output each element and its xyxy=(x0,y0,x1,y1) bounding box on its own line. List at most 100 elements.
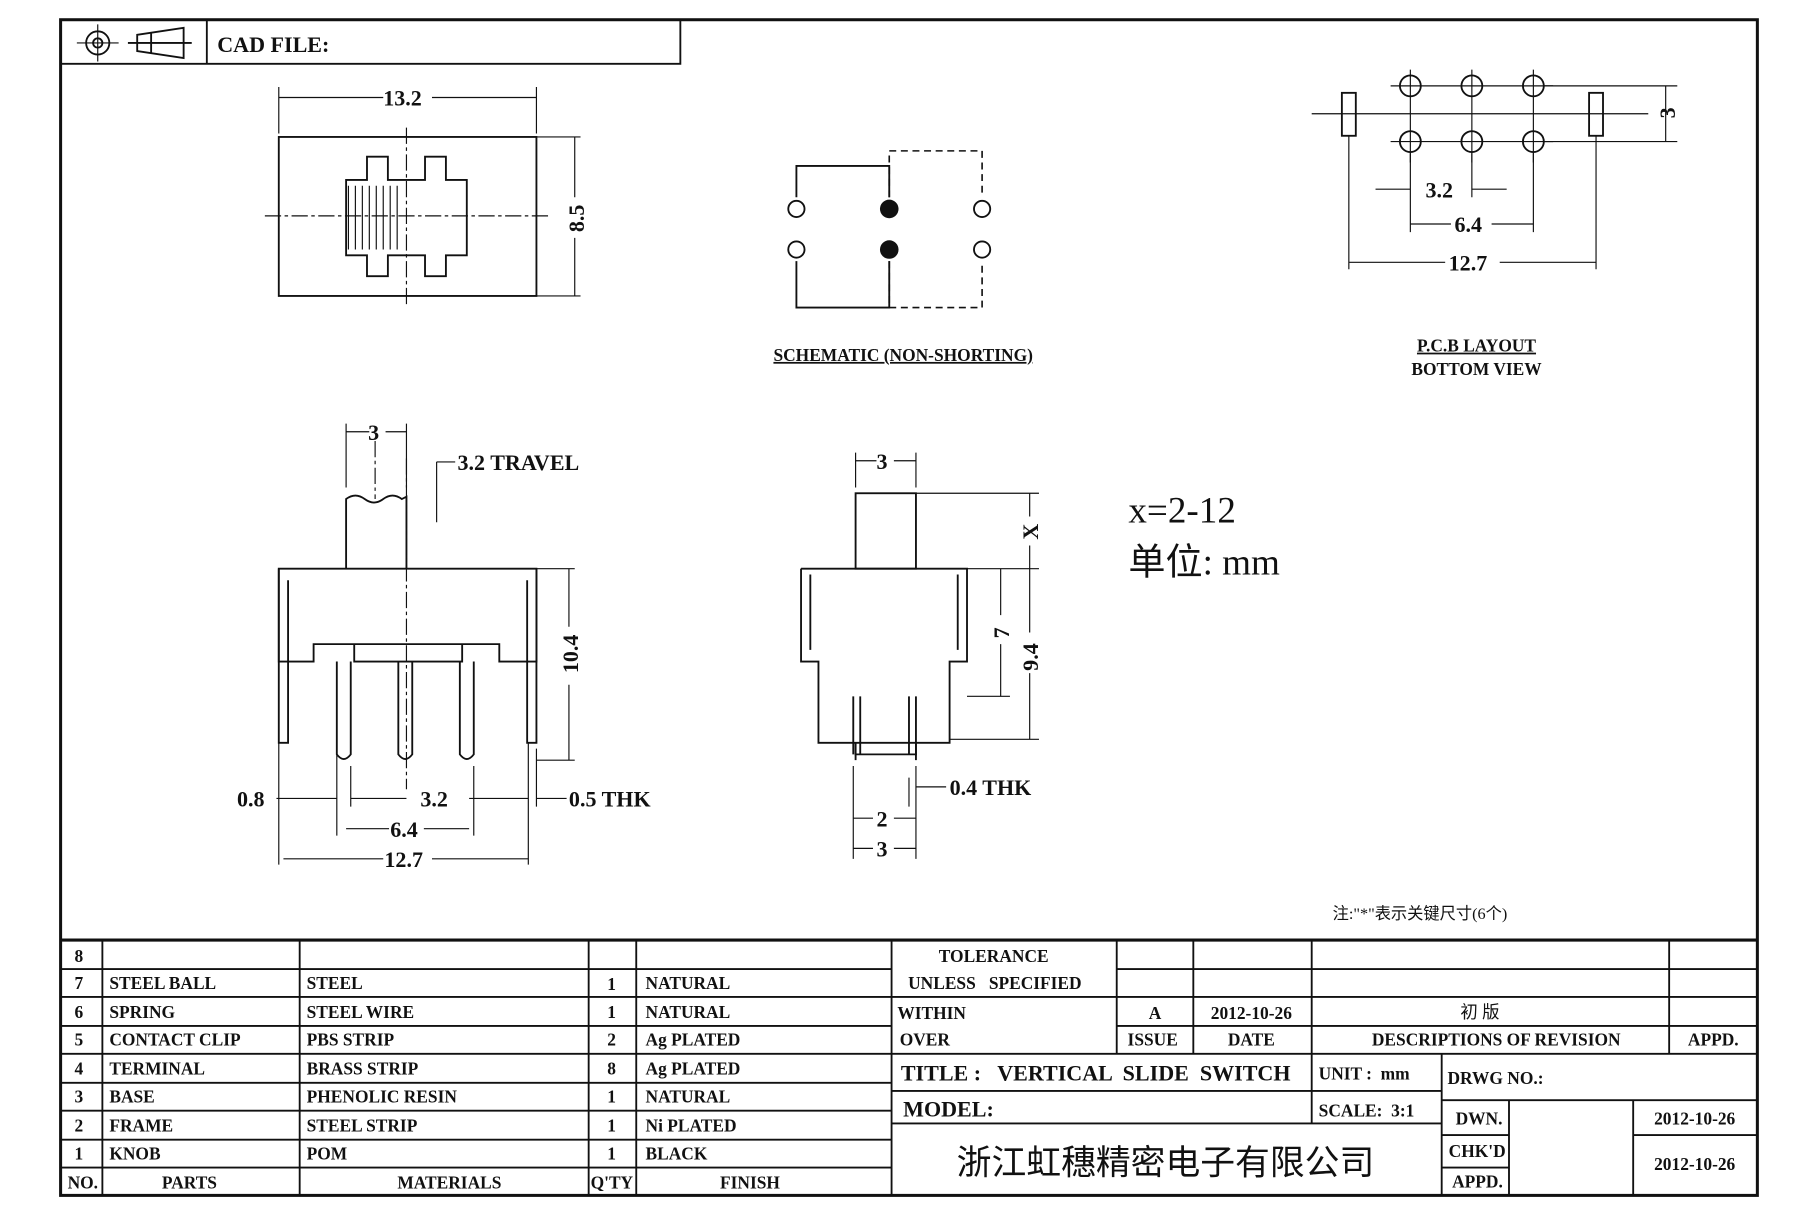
bom-part: CONTACT CLIP xyxy=(109,1030,241,1050)
date-label: DATE xyxy=(1228,1030,1275,1050)
cad-file-label: CAD FILE: xyxy=(217,32,329,57)
revision-description: 初 版 xyxy=(1460,1002,1499,1022)
bom-qty: 2 xyxy=(607,1030,616,1050)
front-pitch-dim: 3.2 xyxy=(420,787,448,812)
bom-no: 8 xyxy=(75,946,84,966)
revision-issue: A xyxy=(1149,1003,1162,1023)
top-width-dim: 13.2 xyxy=(383,86,422,111)
pcb-dim-3-2: 3.2 xyxy=(1425,177,1453,202)
pcb-dim-12-7: 12.7 xyxy=(1449,250,1488,275)
side-dim-9-4: 9.4 xyxy=(1018,643,1043,671)
side-knob-dim: 3 xyxy=(876,449,887,474)
bom-material: PHENOLIC RESIN xyxy=(307,1087,458,1107)
third-angle-projection-icon xyxy=(76,24,192,62)
side-dim-3: 3 xyxy=(876,837,887,862)
checked-label: CHK'D xyxy=(1449,1141,1506,1161)
bom-qty: 1 xyxy=(607,974,616,994)
bom-finish: NATURAL xyxy=(646,973,731,993)
side-thk-dim: 0.4 THK xyxy=(950,775,1032,800)
schematic-label: SCHEMATIC (NON-SHORTING) xyxy=(773,345,1033,365)
over-label: OVER xyxy=(900,1030,951,1050)
pcb-sublabel: BOTTOM VIEW xyxy=(1411,359,1542,379)
bom-finish: Ag PLATED xyxy=(646,1059,741,1079)
sheet-border xyxy=(59,18,1759,1197)
bom-qty: 1 xyxy=(607,1002,616,1022)
pcb-label: P.C.B LAYOUT xyxy=(1417,336,1536,356)
bom-header-parts: PARTS xyxy=(162,1172,217,1192)
pcb-dim-6-4: 6.4 xyxy=(1454,212,1482,237)
bom-part: SPRING xyxy=(109,1002,175,1022)
front-knob-dim: 3 xyxy=(368,420,379,445)
approved-label: APPD. xyxy=(1452,1171,1503,1191)
bom-finish: NATURAL xyxy=(646,1087,731,1107)
bom-qty: 8 xyxy=(607,1059,616,1079)
scale-label: SCALE: 3:1 xyxy=(1319,1100,1415,1120)
bom-no: 6 xyxy=(75,1002,84,1022)
bom-material: STEEL STRIP xyxy=(307,1116,418,1136)
drawn-label: DWN. xyxy=(1456,1109,1503,1129)
issue-label: ISSUE xyxy=(1128,1030,1178,1050)
bom-part: BASE xyxy=(109,1087,154,1107)
bom-material: STEEL WIRE xyxy=(307,1002,414,1022)
bom-material: POM xyxy=(307,1143,348,1163)
header-box: CAD FILE: xyxy=(60,19,682,65)
bom-header-materials: MATERIALS xyxy=(397,1172,501,1192)
side-x-dim: X xyxy=(1018,524,1043,540)
side-dim-7: 7 xyxy=(989,627,1014,638)
appd-label: APPD. xyxy=(1688,1030,1739,1050)
drawn-date: 2012-10-26 xyxy=(1654,1109,1735,1129)
unit-label: UNIT : mm xyxy=(1319,1063,1410,1083)
drawing-number-label: DRWG NO.: xyxy=(1447,1068,1543,1088)
front-height-dim: 10.4 xyxy=(558,635,583,674)
checked-date: 2012-10-26 xyxy=(1654,1154,1735,1174)
bom-header-no: NO. xyxy=(68,1172,98,1192)
key-dimension-note: 注:"*"表示关键尺寸(6个) xyxy=(1333,905,1508,923)
schematic-diagram: SCHEMATIC (NON-SHORTING) xyxy=(773,150,1033,365)
tolerance-label: TOLERANCE xyxy=(939,946,1049,966)
bom-part: TERMINAL xyxy=(109,1059,205,1079)
title-label: TITLE : VERTICAL SLIDE SWITCH xyxy=(901,1060,1291,1085)
front-pin-dim: 0.8 xyxy=(237,787,265,812)
bom-no: 2 xyxy=(75,1116,84,1136)
bom-material: PBS STRIP xyxy=(307,1030,395,1050)
front-view: 3 3.2 TRAVEL 10.4 0.8 3.2 0.5 THK 6.4 12… xyxy=(237,420,651,872)
bom-table: 8 7 STEEL BALL STEEL 1 NATURAL 6 SPRING … xyxy=(60,938,1758,1196)
bom-no: 1 xyxy=(75,1143,84,1163)
pcb-layout: 3.2 6.4 12.7 3 P.C.B LAYOUT BOTTOM VIEW xyxy=(1311,69,1680,379)
model-label: MODEL: xyxy=(903,1096,994,1121)
bom-qty: 1 xyxy=(607,1143,616,1163)
side-view: 3 X 7 9.4 0.4 THK 2 3 xyxy=(800,449,1043,862)
unless-specified-label: UNLESS SPECIFIED xyxy=(908,973,1081,993)
bom-part: FRAME xyxy=(109,1116,173,1136)
title-block: TOLERANCE UNLESS SPECIFIED WITHIN OVER A… xyxy=(891,940,1758,1196)
revision-date: 2012-10-26 xyxy=(1211,1003,1292,1023)
front-travel-dim: 3.2 TRAVEL xyxy=(458,450,580,475)
bom-qty: 1 xyxy=(607,1087,616,1107)
front-span-dim: 6.4 xyxy=(390,817,418,842)
bom-header-qty: Q'TY xyxy=(591,1172,634,1192)
bom-finish: BLACK xyxy=(646,1143,708,1163)
descriptions-label: DESCRIPTIONS OF REVISION xyxy=(1372,1030,1621,1050)
bom-no: 5 xyxy=(75,1030,84,1050)
within-label: WITHIN xyxy=(897,1003,966,1023)
bom-no: 3 xyxy=(75,1087,84,1107)
bom-qty: 1 xyxy=(607,1116,616,1136)
pcb-dim-3: 3 xyxy=(1655,107,1680,118)
company-name: 浙江虹穗精密电子有限公司 xyxy=(957,1144,1375,1183)
bom-finish: Ni PLATED xyxy=(646,1116,737,1136)
top-view: 13.2 8.5 xyxy=(264,86,589,308)
front-total-dim: 12.7 xyxy=(384,847,423,872)
bom-part: KNOB xyxy=(109,1143,161,1163)
unit-note: 单位: mm xyxy=(1128,541,1280,583)
front-thk-dim: 0.5 THK xyxy=(569,787,651,812)
bom-part: STEEL BALL xyxy=(109,973,216,993)
bom-material: BRASS STRIP xyxy=(307,1059,419,1079)
bom-no: 4 xyxy=(75,1059,84,1079)
x-range-note: x=2-12 xyxy=(1128,490,1236,531)
top-height-dim: 8.5 xyxy=(564,205,589,233)
bom-finish: NATURAL xyxy=(646,1002,731,1022)
bom-finish: Ag PLATED xyxy=(646,1030,741,1050)
side-dim-2: 2 xyxy=(876,806,887,831)
bom-header-finish: FINISH xyxy=(720,1172,780,1192)
